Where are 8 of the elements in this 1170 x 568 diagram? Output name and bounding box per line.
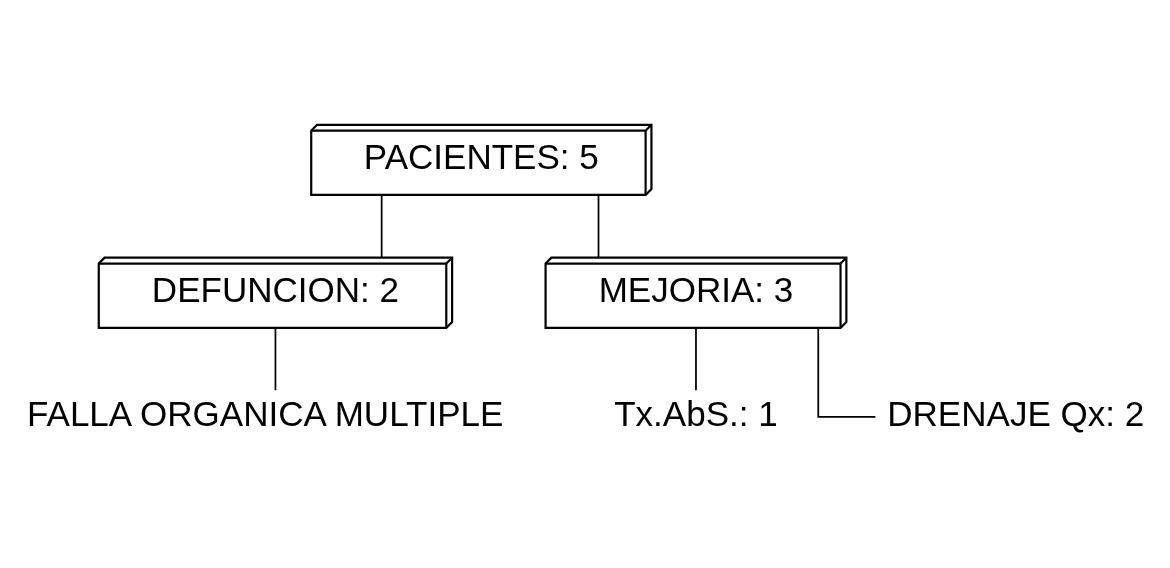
connector: [380, 194, 383, 259]
node-text: Tx.AbS.: 1: [614, 393, 778, 433]
node-text: FALLA ORGANICA MULTIPLE: [27, 393, 504, 433]
node-text: DRENAJE Qx: 2: [887, 393, 1145, 433]
connector: [695, 327, 697, 392]
connector: [274, 327, 277, 392]
connector: [817, 327, 877, 418]
connector: [597, 194, 600, 259]
